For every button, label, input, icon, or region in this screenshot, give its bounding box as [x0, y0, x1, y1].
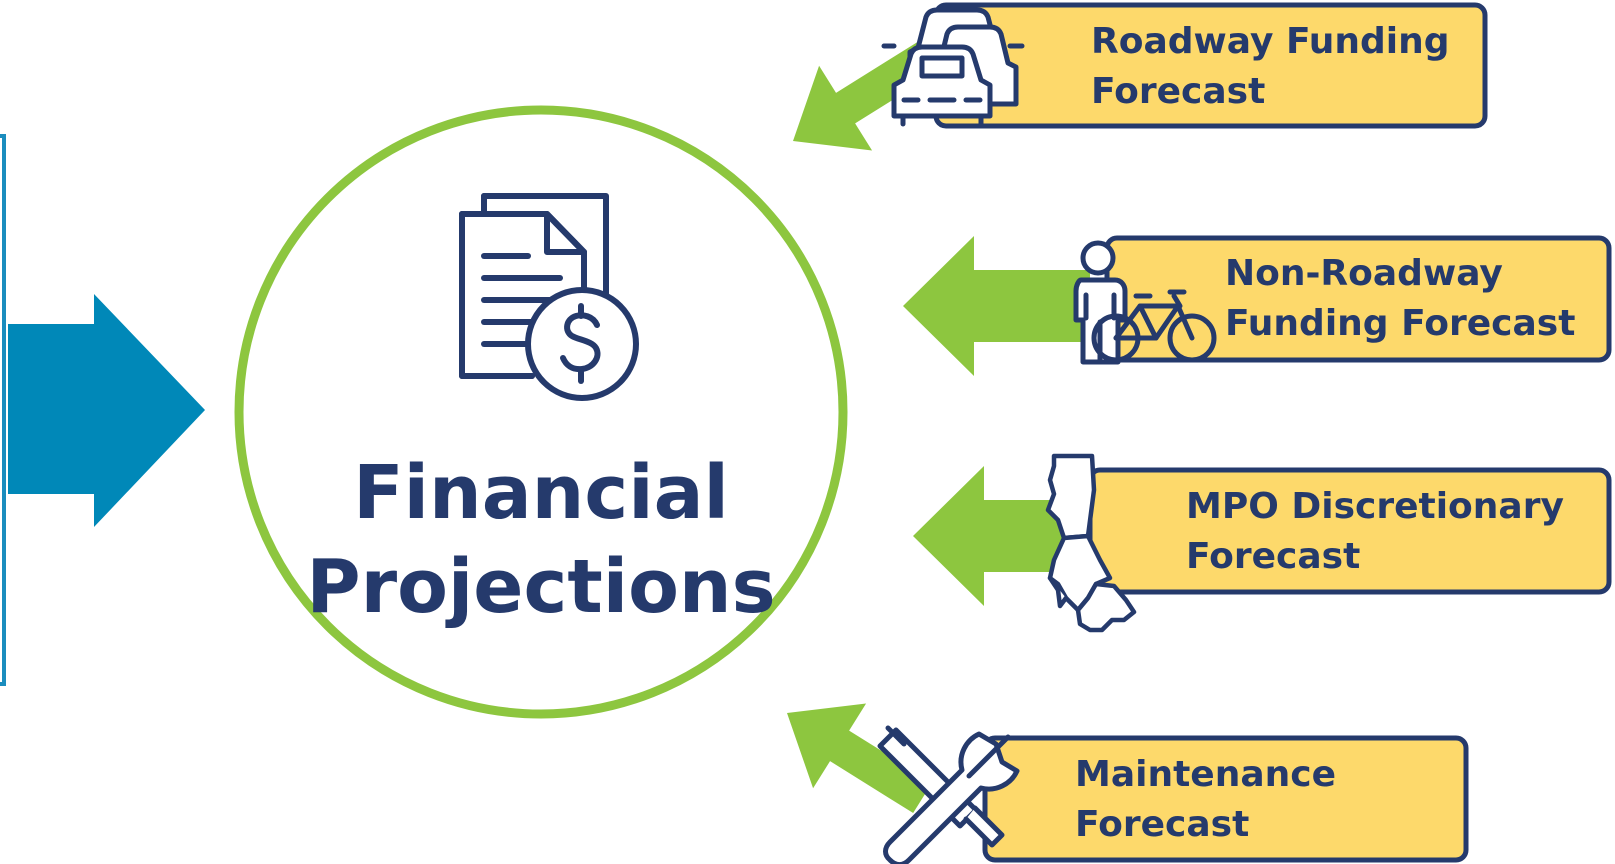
blue-input-arrow [8, 294, 205, 527]
mpo-label-line1: MPO Discretionary [1186, 486, 1564, 527]
green-arrows [787, 40, 1090, 814]
non-roadway-label-line1: Non-Roadway [1225, 253, 1503, 294]
wrench-screwdriver-icon [877, 725, 1020, 864]
mpo-label-line2: Forecast [1186, 536, 1361, 577]
arrow-maintenance [787, 703, 933, 814]
roadway-label-line1: Roadway Funding [1091, 21, 1450, 62]
center-title-line1: Financial [353, 450, 729, 536]
maintenance-label-line1: Maintenance [1075, 754, 1337, 795]
arrow-mpo [913, 466, 1070, 606]
cars-icon [881, 7, 1025, 127]
arrow-non-roadway [903, 236, 1090, 376]
input-boxes [933, 2, 1612, 863]
left-panel-edge [0, 134, 6, 686]
maintenance-box [982, 735, 1469, 863]
financial-document-dollar-icon [459, 193, 639, 401]
non-roadway-label-line2: Funding Forecast [1225, 303, 1576, 344]
maintenance-label-line2: Forecast [1075, 804, 1250, 845]
pedestrian-bicycle-icon [1073, 240, 1217, 365]
center-circle [234, 105, 848, 719]
arrow-roadway [793, 40, 939, 151]
roadway-label-line2: Forecast [1091, 71, 1266, 112]
center-title-line2: Projections [306, 544, 776, 630]
region-map-icon [1045, 453, 1137, 633]
